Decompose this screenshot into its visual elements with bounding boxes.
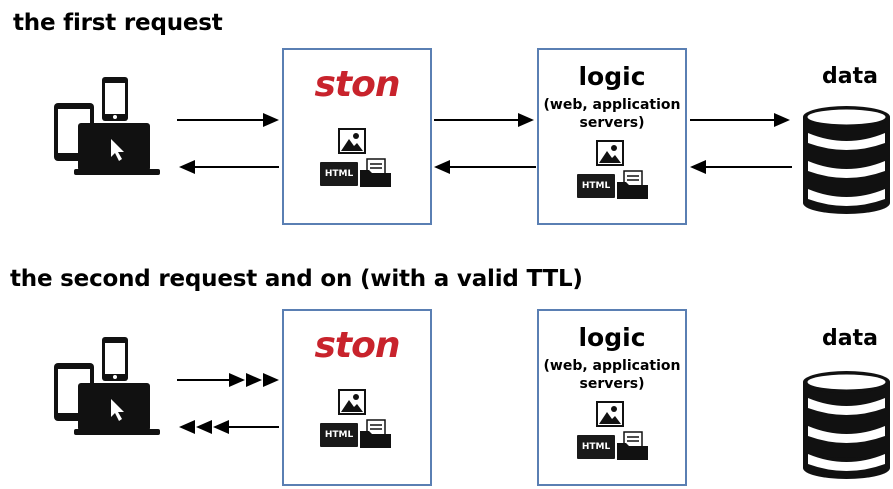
client-devices-icon: [54, 77, 160, 175]
logic-data-arrows: [690, 113, 792, 174]
html-file-icon: HTML: [577, 174, 615, 198]
folder-icon: [360, 419, 391, 448]
logic-subtitle-line1: (web, application: [543, 97, 681, 113]
client-devices-icon: [54, 337, 160, 435]
section-title-first: the first request: [13, 10, 223, 36]
database-icon: [803, 106, 890, 214]
data-label: data: [822, 326, 878, 351]
fast-response-arrows: [177, 373, 279, 434]
logic-subtitle-line1: (web, application: [543, 358, 681, 374]
image-icon: [596, 401, 624, 427]
image-icon: [596, 140, 624, 166]
folder-icon: [617, 431, 648, 460]
client-cache-arrows: [177, 113, 279, 174]
cache-server-box: ston HTML: [282, 48, 432, 225]
logic-server-box: logic (web, application servers) HTML: [537, 309, 687, 486]
image-icon: [338, 128, 366, 154]
ston-logo: ston: [314, 64, 401, 105]
ston-logo: ston: [314, 325, 401, 366]
logic-title: logic: [578, 62, 646, 91]
logic-subtitle-line2: servers): [579, 376, 645, 392]
section-title-second: the second request and on (with a valid …: [10, 266, 583, 292]
logic-subtitle-line2: servers): [579, 115, 645, 131]
logic-server-box: logic (web, application servers) HTML: [537, 48, 687, 225]
database-icon: [803, 371, 890, 479]
image-icon: [338, 389, 366, 415]
cache-server-box: ston HTML: [282, 309, 432, 486]
html-file-icon: HTML: [320, 423, 358, 447]
logic-title: logic: [578, 323, 646, 352]
data-label: data: [822, 64, 878, 89]
cache-logic-arrows: [434, 113, 536, 174]
folder-icon: [617, 170, 648, 199]
folder-icon: [360, 158, 391, 187]
html-file-icon: HTML: [577, 435, 615, 459]
html-file-icon: HTML: [320, 162, 358, 186]
